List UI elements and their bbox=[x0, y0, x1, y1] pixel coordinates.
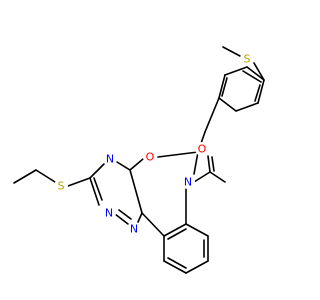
bond-line bbox=[114, 213, 129, 225]
bond-line bbox=[221, 77, 228, 97]
atom-label-o-ring: O bbox=[146, 151, 155, 164]
bond-line bbox=[167, 257, 187, 269]
atom-label-s-methyl: S bbox=[244, 53, 251, 66]
bond-line bbox=[254, 84, 261, 102]
bond-line bbox=[141, 212, 165, 237]
atom-o-ring: O bbox=[143, 150, 157, 164]
bond-line bbox=[129, 158, 144, 171]
bond-line bbox=[209, 171, 226, 183]
bond-line bbox=[13, 169, 37, 184]
bond-line bbox=[89, 177, 100, 206]
atom-n-upper: N bbox=[103, 152, 117, 166]
atom-labels: S N O O N S N N bbox=[54, 52, 254, 236]
bond-lines bbox=[13, 46, 265, 274]
bond-line bbox=[218, 97, 237, 112]
atom-label-n-left: N bbox=[105, 207, 113, 220]
bond-line bbox=[224, 66, 248, 76]
bond-line bbox=[235, 102, 259, 112]
bond-line bbox=[222, 46, 241, 57]
atom-s-ethyl: S bbox=[54, 179, 68, 193]
bond-line bbox=[89, 163, 105, 179]
bond-line bbox=[137, 212, 143, 223]
bond-line bbox=[35, 169, 56, 183]
atom-label-n-upper: N bbox=[106, 153, 114, 166]
bond-line bbox=[118, 209, 132, 220]
bond-line bbox=[253, 62, 265, 81]
bond-line bbox=[185, 223, 209, 237]
bond-line bbox=[207, 155, 211, 173]
atom-s-methyl: S bbox=[240, 52, 254, 66]
bond-line bbox=[193, 171, 211, 183]
atom-o-carbonyl: O bbox=[195, 142, 209, 156]
bond-line bbox=[218, 74, 226, 99]
bond-line bbox=[163, 260, 187, 274]
atom-label-n-lower: N bbox=[130, 223, 138, 236]
bond-line bbox=[67, 177, 91, 187]
atom-n-left: N bbox=[102, 206, 116, 220]
atom-n-lower: N bbox=[127, 222, 141, 236]
bond-line bbox=[93, 177, 103, 201]
bond-line bbox=[163, 223, 187, 237]
atom-label-o-carbonyl: O bbox=[198, 143, 207, 156]
atom-n-acetyl: N bbox=[181, 175, 195, 189]
bond-line bbox=[204, 97, 220, 133]
bond-line bbox=[116, 161, 131, 171]
bond-line bbox=[211, 156, 215, 172]
molecule-structure-diagram: S N O O N S N N bbox=[13, 46, 265, 274]
bond-line bbox=[257, 79, 265, 104]
atom-label-n-acetyl: N bbox=[184, 176, 192, 189]
bond-line bbox=[242, 70, 262, 83]
bond-line bbox=[246, 66, 265, 81]
bond-line bbox=[185, 260, 209, 274]
bond-line bbox=[193, 151, 199, 175]
atom-label-s-ethyl: S bbox=[58, 180, 65, 193]
bond-line bbox=[129, 169, 143, 214]
bond-line bbox=[167, 228, 187, 240]
bond-line bbox=[157, 151, 199, 158]
